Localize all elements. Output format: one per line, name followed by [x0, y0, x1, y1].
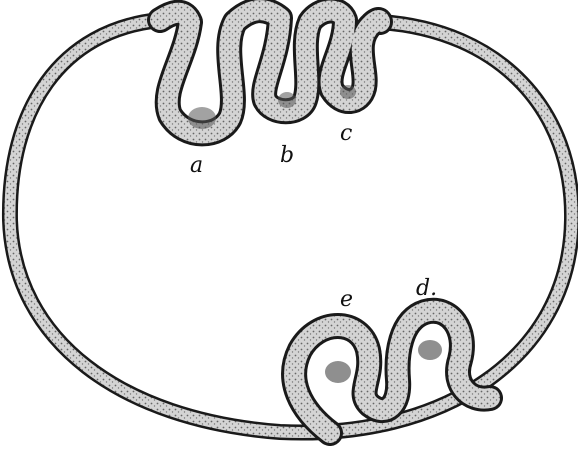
label-c: c	[340, 121, 352, 146]
bud-d	[418, 340, 442, 360]
label-d: d.	[416, 276, 437, 301]
bud-c	[340, 85, 356, 99]
bud-b	[278, 92, 296, 108]
label-a: a	[190, 153, 203, 178]
label-e: e	[340, 287, 353, 312]
bud-a	[188, 107, 216, 129]
bud-e	[325, 361, 351, 383]
label-b: b	[280, 143, 294, 168]
